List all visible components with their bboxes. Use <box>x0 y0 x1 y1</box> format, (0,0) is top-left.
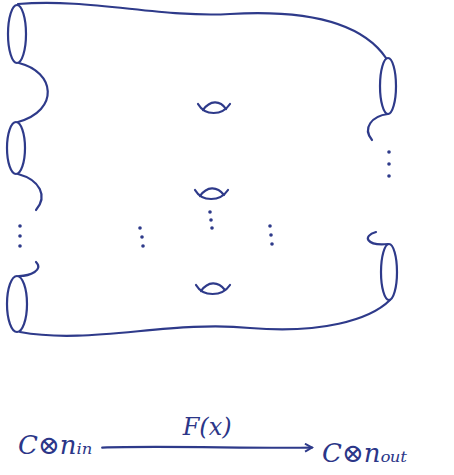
math-text: C⊗nₒᵤₜ <box>322 438 407 469</box>
surface-right-edge <box>368 232 388 244</box>
genus-handle <box>198 102 230 113</box>
math-object: C⊗nᵢₙ <box>14 428 96 463</box>
outgoing-circle <box>381 244 397 300</box>
incoming-circle <box>7 276 27 332</box>
genus-handle <box>196 283 230 294</box>
surface-left-edge <box>18 63 48 122</box>
incoming-circle <box>8 5 26 63</box>
math-text: C⊗nᵢₙ <box>18 430 92 461</box>
surface-bottom-edge <box>20 300 390 336</box>
surface-right-edge <box>368 114 388 140</box>
surface-top-edge <box>18 3 386 58</box>
outgoing-circle <box>380 58 396 114</box>
surface-left-edge <box>19 262 38 276</box>
arrow-label: F(x) <box>180 413 235 442</box>
surface-left-edge <box>18 174 42 210</box>
morphism-arrow <box>102 446 312 449</box>
incoming-circle <box>7 122 25 174</box>
ellipsis-dots <box>18 150 391 248</box>
genus-handle <box>195 188 228 199</box>
math-object: C⊗nₒᵤₜ <box>318 436 411 471</box>
